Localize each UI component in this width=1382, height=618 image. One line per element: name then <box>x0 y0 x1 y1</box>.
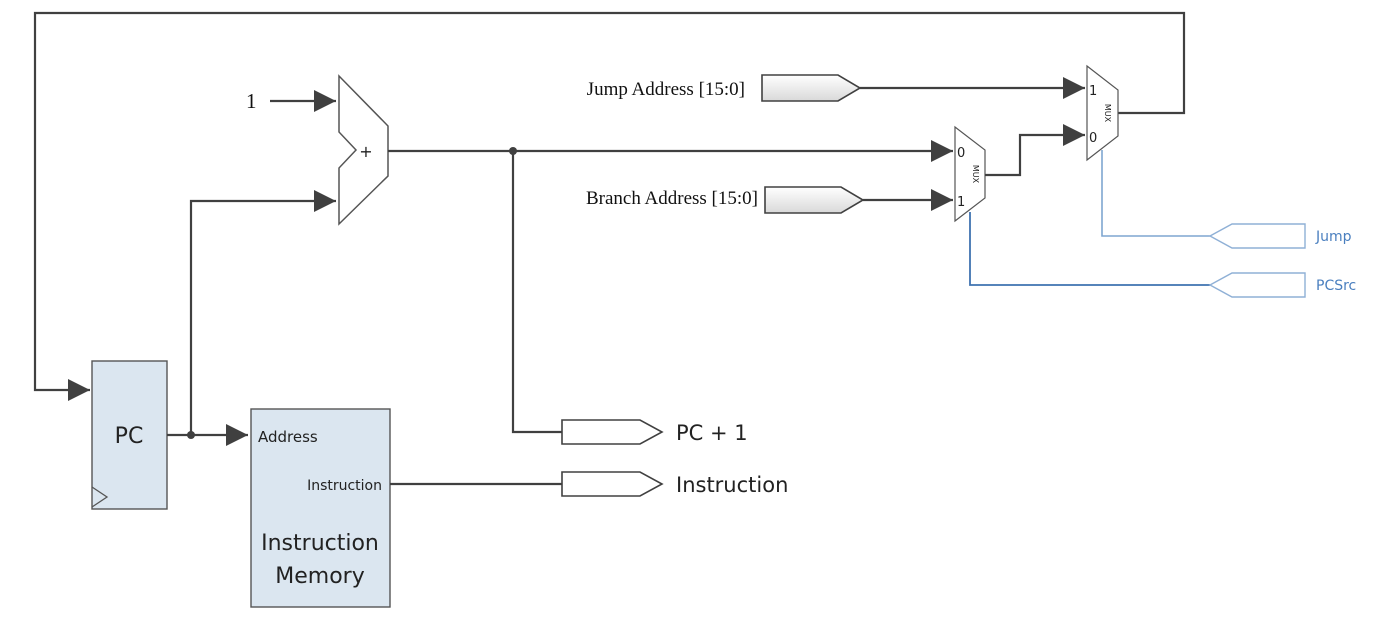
jump-control-wire <box>1101 150 1210 237</box>
jump-address-label: Jump Address [15:0] <box>587 79 745 100</box>
imem-name-line2: Memory <box>275 564 364 589</box>
jump-address-port <box>761 74 862 102</box>
instruction-output-label: Instruction <box>676 473 788 497</box>
pcsrc-control-wire <box>969 212 1210 286</box>
pcsrc-control-label: PCSrc <box>1316 278 1356 294</box>
branch-mux-label: MUX <box>971 165 980 184</box>
adder-const-input: 1 <box>246 89 257 113</box>
instruction-port <box>561 471 664 497</box>
instruction-memory: Address Instruction Instruction Memory <box>250 408 391 608</box>
pc-plus-1-label: PC + 1 <box>676 421 748 445</box>
branch-address-port <box>764 186 865 214</box>
branch-mux-in0: 0 <box>957 146 965 161</box>
pc-label: PC <box>115 424 144 449</box>
jump-control-port <box>1208 223 1306 249</box>
pc-plus-1-port <box>561 419 664 445</box>
imem-instruction-label: Instruction <box>307 478 382 494</box>
adder-plus-label: + <box>359 142 372 161</box>
jump-mux-in0: 0 <box>1089 131 1097 146</box>
pc-adder: + <box>338 74 389 226</box>
jump-mux: 1 0 MUX <box>1086 64 1119 162</box>
jump-mux-label: MUX <box>1103 104 1112 123</box>
pc-junction-dot <box>187 431 195 439</box>
branch-address-label: Branch Address [15:0] <box>586 188 758 209</box>
clock-triangle-icon <box>91 486 109 508</box>
pcsrc-control-port <box>1208 272 1306 298</box>
pc-plus-1-wire <box>511 151 562 434</box>
branch-mux-out-wire <box>985 124 1085 177</box>
pc-to-adder-wire <box>189 190 336 435</box>
imem-address-label: Address <box>258 428 318 446</box>
branch-mux-in1: 1 <box>957 195 965 210</box>
jump-mux-in1: 1 <box>1089 84 1097 99</box>
branch-mux: 0 1 MUX <box>954 125 986 223</box>
jump-control-label: Jump <box>1315 229 1352 245</box>
imem-name-line1: Instruction <box>261 531 379 556</box>
pc-register: PC <box>91 360 168 510</box>
feedback-wire <box>33 11 1186 401</box>
